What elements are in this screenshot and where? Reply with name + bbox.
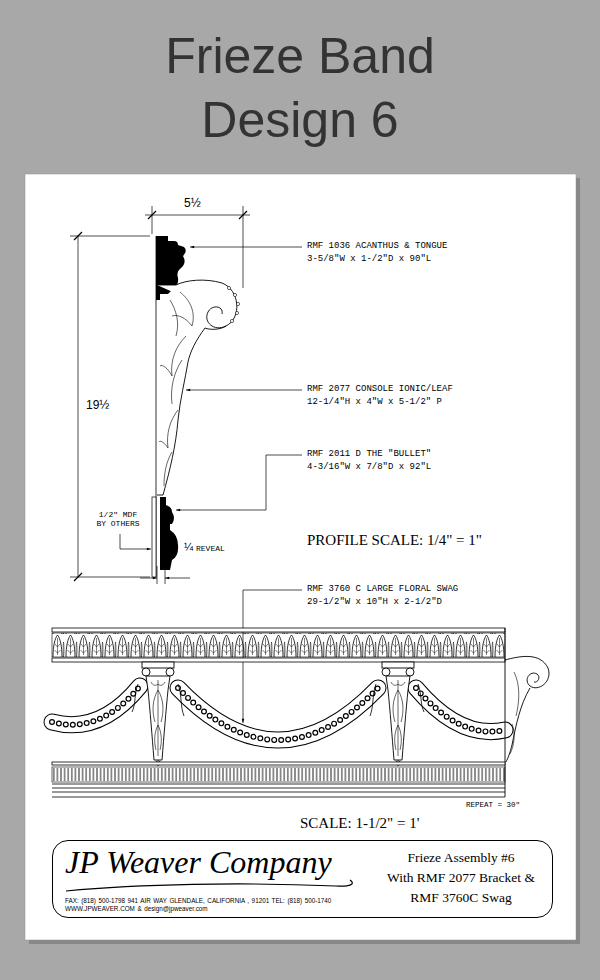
dimension-line [165,578,190,579]
leader-line [176,455,302,510]
dimension-lines [70,206,250,581]
console-leaf [159,410,178,448]
swag-flower-center [416,688,505,732]
part-name: RMF 3760 C LARGE FLORAL SWAG [307,584,458,595]
bottom-fillet [52,658,505,662]
swag-flower [52,686,140,725]
address-line: WWW.JPWEAVER.COM & design@jpweaver.com [65,905,208,913]
swag-fill [178,688,378,740]
bracket-side [505,656,549,762]
console-leaf [159,292,193,486]
dimension-tick [148,211,247,219]
sheet [25,174,576,940]
frieze-elevation [52,628,549,797]
bead [233,293,236,296]
console-leaf [172,292,193,326]
note: REVEAL [196,544,225,554]
bracket-front [382,662,414,765]
address-line: FAX: (818) 500-1798 941 AIR WAY GLENDALE… [65,897,331,905]
part-size: 3-5/8"W x 1-/2"D x 90"L [307,254,431,265]
swag-outline [52,686,140,725]
dimension-line [78,236,79,577]
note: REPEAT = 30" [466,801,520,810]
scale-note: PROFILE SCALE: 1/4" = 1" [307,531,482,549]
logo-swash [66,880,352,891]
swag-fill [416,688,505,732]
bracket-side-leaf [510,672,519,754]
title-block-text: With RMF 2077 Bracket & [379,870,543,886]
bracket-front [142,662,174,765]
part-size: 12-1/4"H x 4"W x 5-1/2" P [307,397,442,408]
swag-fill [52,686,140,725]
console-leaf [160,336,186,376]
swag-flower [416,688,505,732]
console-profile [157,280,237,495]
console-profile [205,326,226,329]
title-block-text: Frieze Assembly #6 [379,850,543,866]
swag-flower-center [178,688,378,740]
title-block: JP Weaver CompanyFAX: (818) 500-1798 941… [52,840,553,918]
bead [230,319,233,322]
floral-swags [52,684,505,740]
part-name: RMF 2077 CONSOLE IONIC/LEAF [307,384,453,395]
mdf-strip [152,497,156,577]
leader-line [190,247,302,248]
base-molding-line [52,784,505,797]
dimension-tick [74,232,82,581]
bead [236,302,239,305]
top-fillet [52,628,505,632]
bullet-molding-profile [160,497,178,570]
note: 1/2" MDF BY OTHERS [94,510,142,528]
extension-line [157,566,165,584]
company-logo: JP Weaver Company [65,845,332,880]
ribbon-tail [132,684,424,716]
title-block-text: RMF 3760C Swag [379,890,543,906]
part-size: 29-1/2"W x 10"H x 2-1/2"D [307,597,442,608]
dimension-label: ¼ [184,541,193,554]
fluted-band [52,767,505,782]
base-fillet [52,762,505,765]
acanthus-band [52,633,505,657]
dimension-label: 19½ [86,398,109,412]
part-name: RMF 2011 D THE "BULLET" [307,449,431,460]
swag-flower [178,688,378,740]
bead [227,286,230,289]
part-name: RMF 1036 ACANTHUS & TONGUE [307,241,447,252]
swag-flower-center [52,686,140,725]
scale-note: SCALE: 1-1/2" = 1' [300,814,419,832]
console-leaf [164,452,172,486]
extension-line [70,236,150,577]
scroll-beads [227,286,239,322]
bead [235,311,238,314]
swag [52,686,505,740]
console-leaf [171,360,182,404]
page-title: Frieze Band Design 6 [120,24,480,152]
leader-line [120,534,151,549]
part-size: 4-3/16"W x 7/8"D x 92"L [307,462,431,473]
swag-outline [416,688,505,732]
dimension-label: 5½ [184,196,201,210]
dimension-line [145,215,250,216]
leader-line [186,390,302,391]
swag-outline [178,688,378,740]
console-leaf [170,300,178,336]
dimension-line [140,578,157,579]
